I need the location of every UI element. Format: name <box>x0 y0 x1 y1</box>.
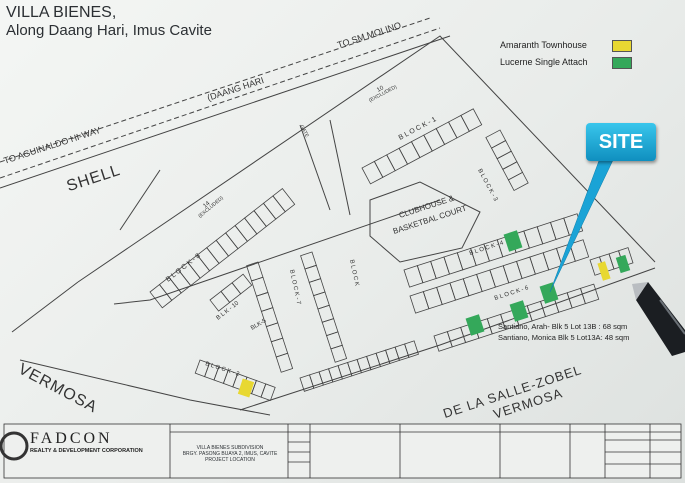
site-callout: SITE <box>586 123 656 161</box>
lot-parcel <box>272 188 296 213</box>
lot-info-line1: Santiano, Arah- Blk 5 Lot 13B : 68 sqm <box>498 322 628 331</box>
daang-hari-road-edge <box>0 27 441 179</box>
excluded-lot-10-number: 10 <box>376 85 385 94</box>
gate-label: GATE <box>298 124 310 139</box>
inner-road <box>299 124 331 211</box>
inner-road <box>329 119 351 216</box>
lot-strip-block-7 <box>246 261 294 373</box>
lot-strip-block-3 <box>485 129 529 192</box>
block-9-label: B L O C K <box>348 259 359 286</box>
company-subtitle: REALTY & DEVELOPMENT CORPORATION <box>30 448 143 454</box>
lucerne-highlight-lots <box>465 230 631 336</box>
legend-item-lucerne: Lucerne Single Attach <box>500 57 588 67</box>
map-title-line1: VILLA BIENES, <box>6 4 117 21</box>
project-location-label: PROJECT LOCATION <box>205 457 255 463</box>
lot-strip-bottom-row <box>299 340 419 392</box>
lot-strip-block-8 <box>149 188 296 309</box>
daang-hari-road-edge <box>0 17 431 163</box>
clubhouse-basketball-court <box>369 181 481 263</box>
excluded-lot-14-number: 14 <box>202 200 211 209</box>
property-boundary <box>113 199 441 305</box>
lot-parcel <box>404 340 419 358</box>
lot-parcel <box>579 283 600 305</box>
bottom-road <box>239 267 656 411</box>
project-address: BRGY. PASONG BUAYA 2, IMUS, CAVITE <box>182 451 278 457</box>
vermosa-boundary <box>19 359 271 416</box>
legend-item-amaranth: Amaranth Townhouse <box>500 40 587 50</box>
lot-parcel <box>507 171 529 192</box>
lot-strip-block-1 <box>361 108 483 185</box>
amaranth-highlight-lots <box>237 261 611 398</box>
inner-road <box>119 169 161 231</box>
lot-parcel <box>275 352 294 373</box>
lot-parcel <box>231 273 253 295</box>
map-title-line2: Along Daang Hari, Imus Cavite <box>6 22 212 39</box>
title-block <box>3 423 682 479</box>
lot-info-line2: Santiano, Monica Blk 5 Lot13A: 48 sqm <box>498 333 630 342</box>
legend-swatch-lucerne <box>612 57 632 69</box>
company-logo <box>0 431 29 461</box>
legend-swatch-amaranth <box>612 40 632 52</box>
lot-parcel <box>260 383 276 402</box>
property-boundary <box>11 281 79 333</box>
lot-parcel <box>330 344 348 363</box>
lot-strip-block-10 <box>209 273 253 312</box>
aguinaldo-road-edge <box>0 35 451 189</box>
lot-strip-block-4-lower <box>409 239 590 314</box>
lot-parcel <box>460 108 483 132</box>
property-boundary <box>77 35 656 283</box>
lot-parcel <box>569 239 590 262</box>
lot-strip-block-9 <box>300 251 348 363</box>
company-name: FADCON <box>30 430 113 447</box>
project-name: VILLA BIENES SUBDIVISION <box>196 445 264 451</box>
